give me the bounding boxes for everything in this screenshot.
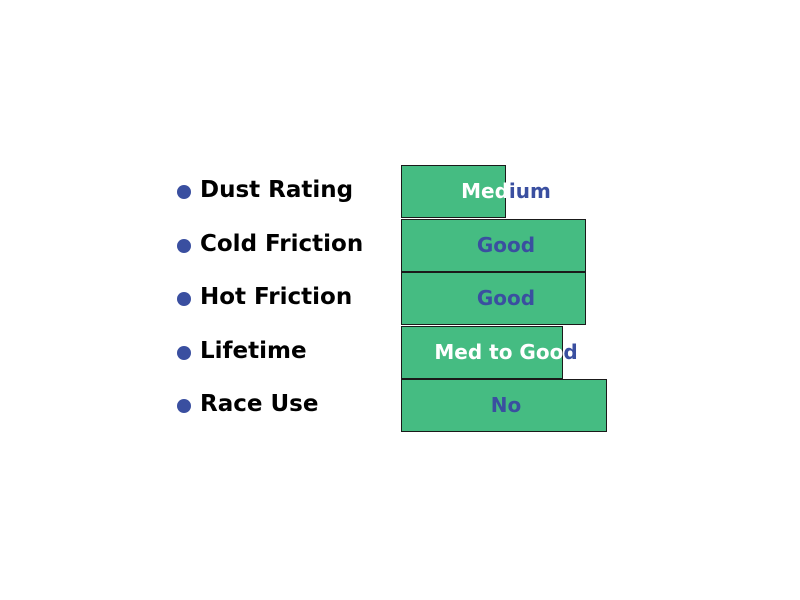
chart-row: Hot Friction Good [0,272,800,326]
chart-row: Cold Friction Good [0,219,800,273]
bar [401,379,607,432]
bullet-dot-icon [177,292,191,306]
data-label: Good [476,233,536,257]
bar [401,326,563,379]
bullet-dot-icon [177,185,191,199]
bullet-dot-icon [177,346,191,360]
chart-row: Dust Rating Medium [0,165,800,219]
data-label: Good [476,286,536,310]
category-label: Race Use [200,391,319,417]
chart-row: Lifetime Med to Good [0,326,800,380]
category-label: Lifetime [200,338,307,364]
data-label: Medium [461,179,551,203]
bar [401,272,586,325]
bar [401,219,586,272]
bullet-dot-icon [177,239,191,253]
category-label: Cold Friction [200,231,364,257]
category-label: Hot Friction [200,284,353,310]
data-label: Med to Good [434,340,578,364]
chart-row: Race Use No [0,379,800,433]
bar [401,165,506,218]
data-label: No [490,393,522,417]
bullet-dot-icon [177,399,191,413]
category-label: Dust Rating [200,177,354,203]
